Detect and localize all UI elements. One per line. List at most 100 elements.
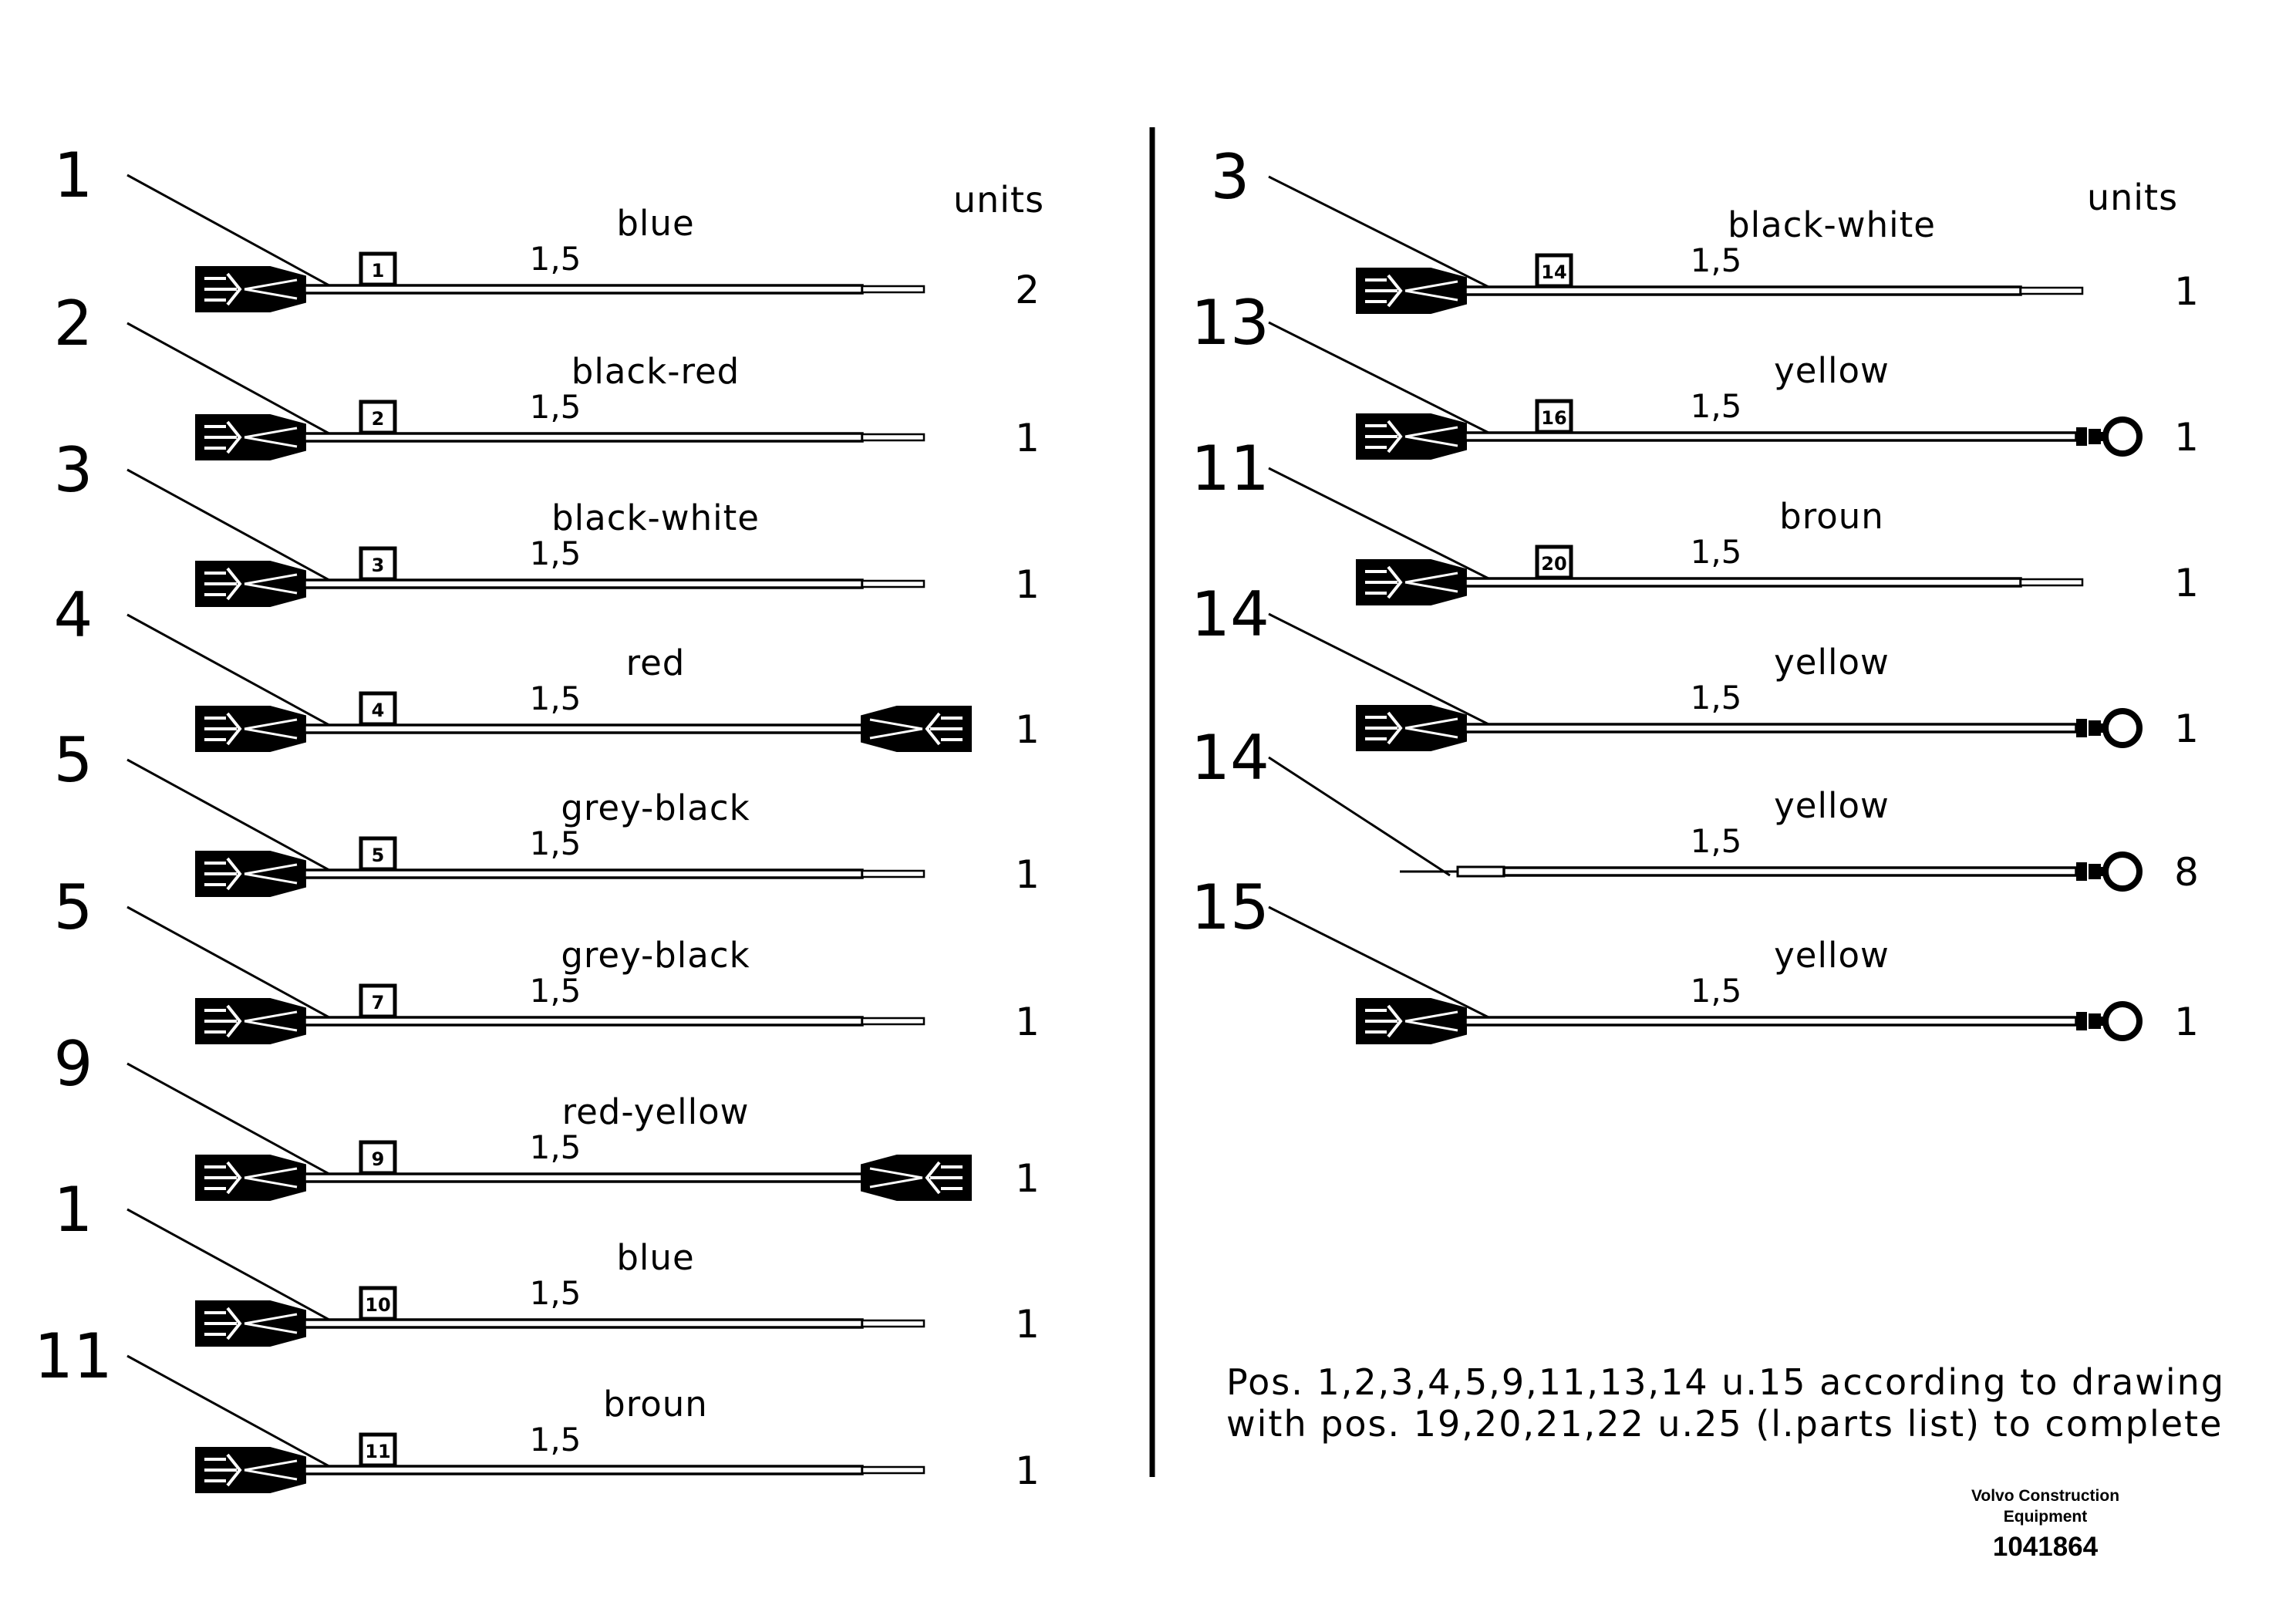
position-number: 3	[54, 434, 93, 506]
company-name-line-1: Volvo Construction	[1971, 1487, 2119, 1505]
stripped-wire-end	[861, 285, 925, 294]
wire-tag: 10	[359, 1286, 397, 1321]
connector-crimp-icon	[244, 427, 298, 448]
wire-tag-number: 5	[372, 845, 385, 866]
connector-terminal-icon	[204, 857, 242, 891]
wire-color: grey-black	[561, 935, 750, 976]
stripped-wire-end	[861, 1465, 925, 1475]
connector-terminal-icon	[925, 1161, 963, 1195]
leader-line	[1268, 467, 1505, 588]
wire-tag: 16	[1535, 399, 1573, 434]
wire-color: black-white	[1728, 204, 1936, 245]
leader-line	[126, 468, 344, 589]
ring-crimp-barrel	[2089, 1013, 2101, 1029]
wire-tag-box	[359, 1140, 397, 1175]
wire-color: grey-black	[561, 787, 750, 828]
connector-crimp-icon	[244, 1459, 298, 1481]
units-quantity: 2	[1015, 268, 1040, 312]
position-number: 14	[1191, 578, 1269, 650]
connector-terminal-icon	[204, 712, 242, 746]
ring-crimp-barrel	[2076, 1012, 2087, 1030]
wire	[1502, 866, 2078, 877]
wire-tag: 11	[359, 1432, 397, 1468]
connector-crimp-icon	[244, 1010, 298, 1032]
wire	[1464, 1016, 2078, 1027]
position-number: 3	[1211, 141, 1250, 213]
leader-line	[1268, 612, 1505, 733]
wire-tag-box	[359, 691, 397, 727]
wire-color: broun	[603, 1384, 708, 1425]
units-quantity: 1	[1015, 707, 1040, 752]
wire-gauge: 1,5	[1691, 241, 1742, 279]
ring-crimp-barrel	[2076, 719, 2087, 737]
position-number: 14	[1191, 722, 1269, 794]
position-number: 5	[54, 724, 93, 796]
wire-tag: 7	[359, 983, 397, 1019]
connector-terminal-icon	[204, 420, 242, 454]
wire	[1464, 723, 2078, 733]
wire-tag: 1	[359, 251, 397, 287]
wire-tag-number: 16	[1541, 407, 1566, 429]
connector-terminal-icon	[1365, 274, 1403, 308]
wire-color: yellow	[1774, 935, 1890, 976]
wire-gauge: 1,5	[1691, 387, 1742, 425]
position-number: 11	[34, 1320, 113, 1392]
connector-crimp-icon	[869, 718, 923, 740]
wire-color: blue	[616, 203, 694, 244]
leader-line	[126, 174, 344, 295]
position-number: 2	[54, 288, 93, 359]
connector-terminal-icon	[204, 567, 242, 601]
leader-line	[1268, 321, 1505, 442]
leader-line	[126, 905, 344, 1027]
wire-gauge: 1,5	[1691, 822, 1742, 860]
units-quantity: 8	[2174, 850, 2199, 895]
wire-gauge: 1,5	[1691, 533, 1742, 571]
position-number: 4	[54, 579, 93, 651]
ring-crimp-barrel	[2076, 427, 2087, 446]
units-quantity: 1	[2174, 706, 2199, 751]
connector-terminal-icon	[204, 1161, 242, 1195]
leader-line	[126, 613, 344, 734]
ring-terminal-icon	[2102, 851, 2143, 892]
wire-tag-number: 1	[372, 260, 385, 282]
wire-tag-number: 4	[372, 700, 385, 721]
leader-line	[126, 758, 344, 879]
wire-gauge: 1,5	[530, 1128, 582, 1166]
wire-tag: 20	[1535, 545, 1573, 580]
connector-terminal-icon	[1365, 1004, 1403, 1038]
wire-color: black-white	[551, 497, 760, 538]
connector-crimp-icon	[1404, 572, 1458, 593]
right-units-header: units	[2087, 177, 2178, 218]
leader-line	[1268, 175, 1505, 296]
wire-tag: 2	[359, 400, 397, 435]
wire-tag-number: 10	[365, 1294, 390, 1316]
connector-crimp-icon	[1404, 426, 1458, 447]
wire-tag-number: 3	[372, 555, 385, 576]
wire-color: blue	[616, 1237, 694, 1278]
units-quantity: 1	[1015, 1448, 1040, 1493]
units-quantity: 1	[1015, 852, 1040, 897]
units-quantity: 1	[2174, 269, 2199, 314]
stripped-wire-end	[861, 579, 925, 588]
connector-terminal-icon	[204, 272, 242, 306]
ring-terminal-icon	[2102, 708, 2143, 748]
connector-crimp-icon	[244, 863, 298, 885]
connector-terminal-icon	[1365, 711, 1403, 745]
position-number: 15	[1191, 872, 1269, 943]
wire-gauge: 1,5	[530, 824, 582, 862]
connector-crimp-icon	[1404, 717, 1458, 739]
wire-gauge: 1,5	[530, 388, 582, 426]
wire-tag-number: 9	[372, 1148, 385, 1170]
wire-gauge: 1,5	[530, 240, 582, 278]
ring-terminal-icon	[2102, 1001, 2143, 1041]
ring-crimp-barrel	[2076, 862, 2087, 881]
wire-gauge: 1,5	[530, 1274, 582, 1312]
